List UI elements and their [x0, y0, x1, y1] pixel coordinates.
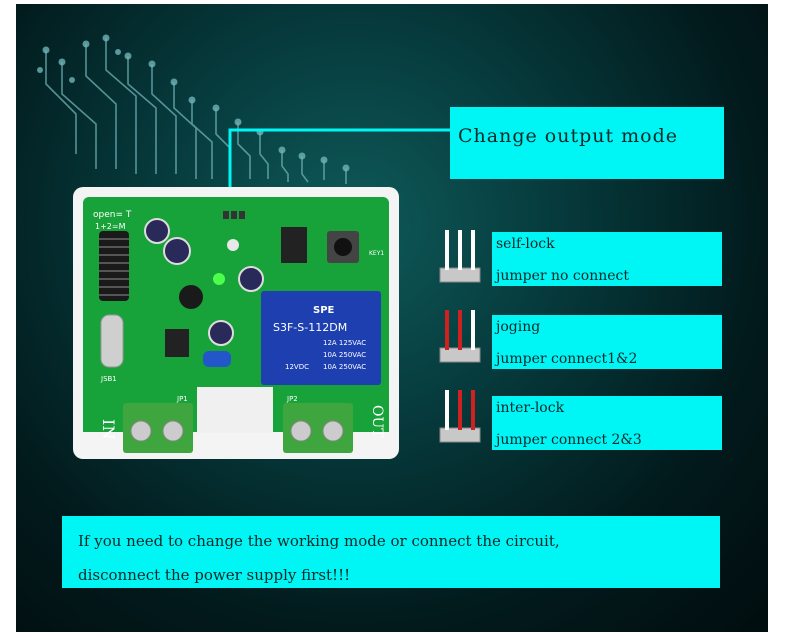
relay-spec-3: 10A 250VAC	[323, 363, 366, 371]
mode-description: jumper no connect	[496, 268, 629, 284]
change-output-mode-callout: Change output mode	[450, 107, 724, 179]
mode-self-lock: self-lock jumper no connect	[492, 232, 722, 286]
mode-description: jumper connect1&2	[496, 351, 638, 367]
relay-spec-2: 10A 250VAC	[323, 351, 366, 359]
warning-line-1: If you need to change the working mode o…	[78, 532, 560, 550]
mode-name: joging	[496, 319, 541, 335]
relay-model: S3F-S-112DM	[273, 321, 347, 334]
receiver-circuit-board: SPE S3F-S-112DM 12A 125VAC 10A 250VAC 10…	[73, 187, 399, 459]
relay-coil: 12VDC	[285, 363, 309, 371]
input-terminal	[123, 403, 193, 453]
callout-title: Change output mode	[458, 125, 679, 147]
jp2-label: JP2	[286, 395, 298, 403]
relay-spec-1: 12A 125VAC	[323, 339, 366, 347]
key-label: KEY1	[369, 250, 384, 257]
jumper-icon-inter-lock	[439, 390, 481, 443]
mode-name: self-lock	[496, 236, 555, 252]
warning-banner: If you need to change the working mode o…	[62, 516, 720, 588]
open-label: open= T	[93, 210, 132, 220]
output-terminal	[283, 403, 353, 453]
jumper-icon-self-lock	[439, 230, 481, 283]
mode-joging: joging jumper connect1&2	[492, 315, 722, 369]
warning-line-2: disconnect the power supply first!!!	[78, 566, 351, 584]
jp1-label: JP1	[176, 395, 188, 403]
product-image-panel: SPE S3F-S-112DM 12A 125VAC 10A 250VAC 10…	[16, 4, 768, 632]
out-label: OUT	[369, 405, 385, 438]
mode-inter-lock: inter-lock jumper connect 2&3	[492, 396, 722, 450]
mode-label: 1+2=M	[95, 222, 126, 231]
mode-description: jumper connect 2&3	[496, 432, 642, 448]
mode-name: inter-lock	[496, 400, 565, 416]
jsb-label: JSB1	[100, 375, 117, 383]
antenna-coil	[99, 231, 129, 301]
in-label: IN	[99, 419, 118, 439]
jumper-icon-joging	[439, 310, 481, 363]
relay-brand: SPE	[313, 305, 335, 316]
